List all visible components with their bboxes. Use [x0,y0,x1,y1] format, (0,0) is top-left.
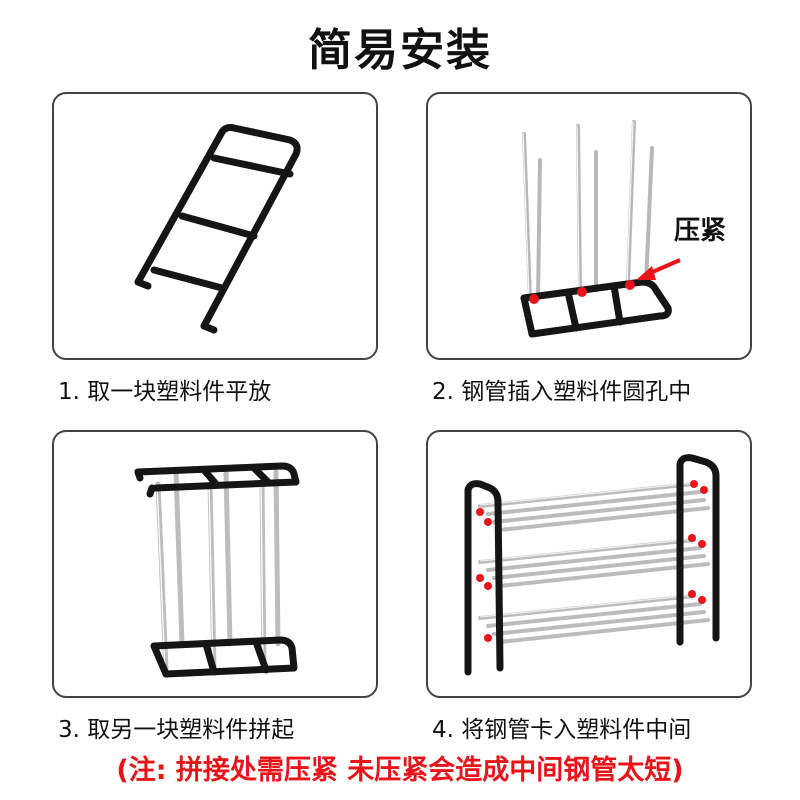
step-3-panel [52,430,378,698]
tubes-inserted-illustration [520,120,681,338]
press-tight-callout: 压紧 [674,216,727,246]
second-frame-assembled-illustration [134,462,300,678]
step-1-panel [52,92,378,360]
step-4-caption: 4. 将钢管卡入塑料件中间 [432,717,692,743]
step-2-panel [426,92,752,360]
plastic-frame-flat-illustration [134,124,301,334]
page-title: 简易安装 [308,25,492,76]
step-1-caption: 1. 取一块塑料件平放 [58,379,272,405]
step-3-caption: 3. 取另一块塑料件拼起 [58,717,295,743]
step-4-panel [426,430,752,698]
step-2-caption: 2. 钢管插入塑料件圆孔中 [432,379,692,405]
assembly-note: (注: 拼接处需压紧 未压紧会造成中间钢管太短) [116,755,684,786]
completed-shoe-rack-illustration [464,454,720,676]
